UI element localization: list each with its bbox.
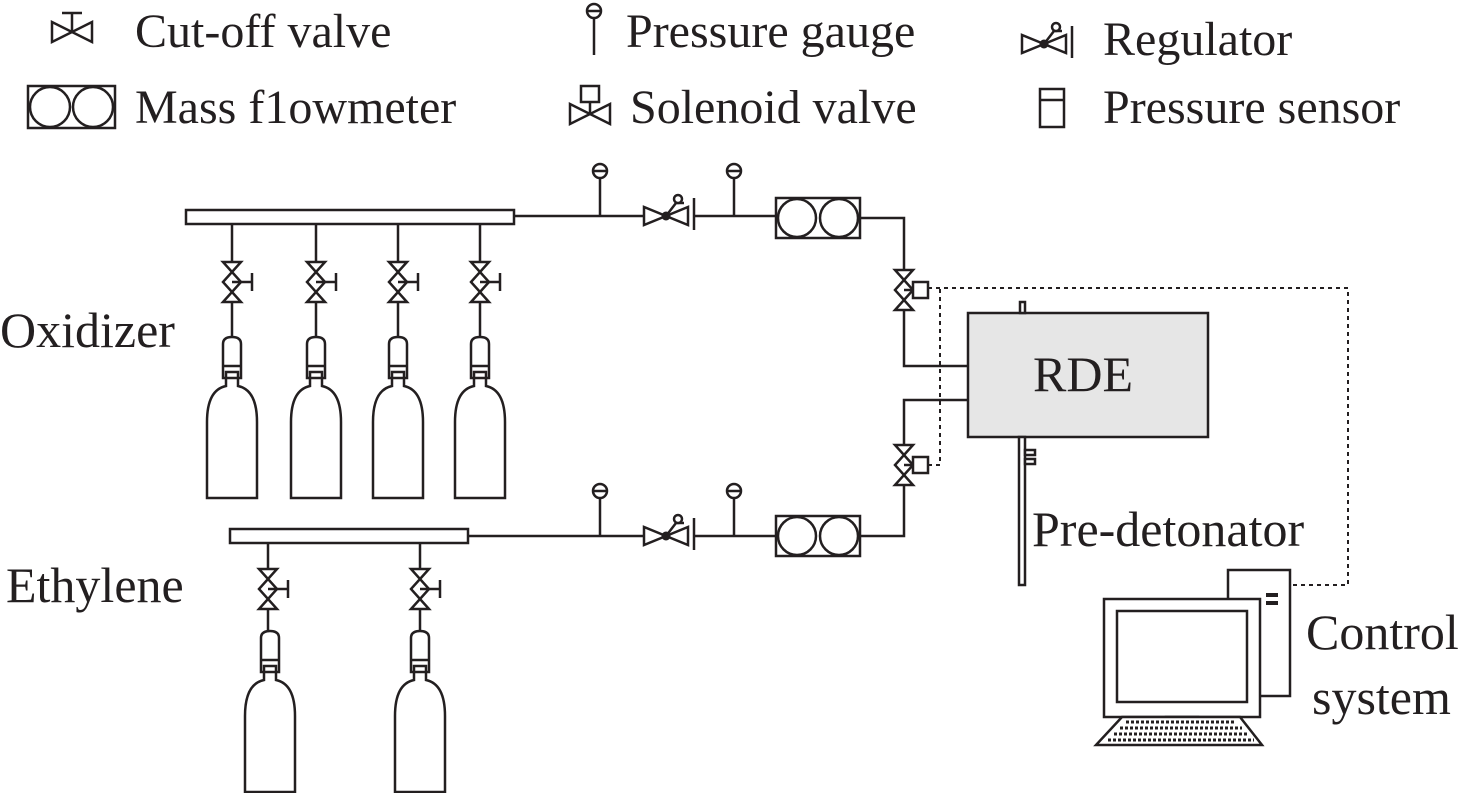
oxidizer-cutoff-valve-2	[305, 260, 338, 304]
regulator-icon	[1020, 21, 1074, 60]
oxidizer-pressure-gauge-1	[591, 162, 609, 218]
rde-label: RDE	[1033, 346, 1133, 402]
control-system-label-line2: system	[1312, 669, 1451, 725]
legend-regulator: Regulator	[1103, 13, 1292, 66]
oxidizer-mass-flowmeter	[774, 196, 862, 240]
oxidizer-manifold	[184, 208, 516, 226]
oxidizer-supply	[184, 162, 968, 500]
oxidizer-cylinder-2	[289, 335, 343, 500]
ethylene-solenoid-valve	[893, 443, 930, 487]
computer-icon	[1093, 568, 1292, 747]
oxidizer-label: Oxidizer	[0, 302, 175, 358]
pressure-gauge-icon	[585, 2, 603, 55]
pre-detonator-label: Pre-detonator	[1032, 501, 1304, 557]
oxidizer-regulator	[642, 193, 696, 232]
oxidizer-cutoff-valve-3	[387, 260, 420, 304]
pressure-sensor-icon	[1038, 87, 1066, 129]
oxidizer-cylinder-3	[371, 335, 425, 500]
legend-solenoid-valve: Solenoid valve	[630, 81, 917, 134]
solenoid-valve-icon	[568, 84, 612, 127]
ethylene-label: Ethylene	[6, 557, 184, 613]
legend-mass-flowmeter: Mass f1owmeter	[135, 81, 456, 134]
oxidizer-cylinder-4	[453, 335, 507, 500]
cutoff-valve-icon	[50, 11, 94, 45]
control-system-label-line1: Control	[1306, 604, 1459, 660]
control-signal-lines	[928, 287, 1349, 586]
ethylene-supply	[228, 398, 968, 793]
ethylene-cutoff-valve-2	[409, 567, 442, 611]
ethylene-pressure-gauge-1	[591, 482, 609, 538]
rde-pressure-sensor	[1018, 300, 1027, 315]
rde-box	[966, 311, 1210, 439]
ethylene-cylinder-2	[393, 629, 447, 793]
ethylene-cylinder-1	[243, 629, 297, 793]
oxidizer-solenoid-valve	[893, 268, 930, 312]
ethylene-pressure-gauge-2	[725, 482, 743, 538]
legend-cutoff-valve: Cut-off valve	[135, 5, 391, 58]
ethylene-cutoff-valve-1	[257, 567, 290, 611]
ethylene-regulator	[642, 513, 696, 552]
oxidizer-cylinder-1	[205, 335, 259, 500]
legend: Cut-off valve Pressure gauge Regulator M…	[26, 2, 1400, 134]
pre-detonator: Pre-detonator	[1017, 435, 1304, 587]
oxidizer-cutoff-valve-1	[221, 260, 254, 304]
legend-pressure-sensor: Pressure sensor	[1103, 81, 1400, 134]
rde-engine: RDE	[966, 300, 1210, 439]
ethylene-manifold	[228, 527, 470, 545]
legend-pressure-gauge: Pressure gauge	[626, 5, 915, 58]
oxidizer-cutoff-valve-4	[469, 260, 502, 304]
oxidizer-pressure-gauge-2	[725, 162, 743, 218]
pre-detonator-tube	[1017, 435, 1027, 587]
mass-flowmeter-icon	[26, 84, 117, 130]
ethylene-mass-flowmeter	[774, 514, 862, 558]
